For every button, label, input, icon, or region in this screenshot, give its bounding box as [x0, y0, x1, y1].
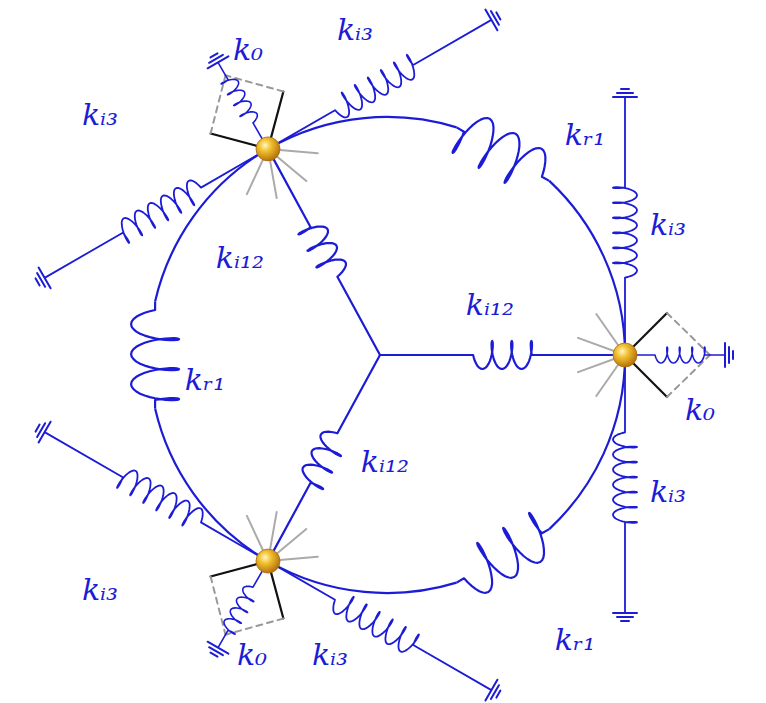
spring-constant-label: kᵢ₁₂	[215, 243, 265, 273]
ground-symbol	[617, 616, 633, 618]
ground-spring	[268, 561, 491, 690]
spring-constant-label: kᵢ₃	[81, 575, 119, 605]
spring-constant-label: k₀	[232, 35, 264, 65]
ground-spring	[45, 149, 268, 278]
ground-symbol	[36, 278, 40, 285]
atom	[256, 137, 280, 161]
dashed-box	[226, 75, 284, 91]
ground-symbol	[496, 691, 500, 698]
spring-constant-label: kᵢ₃	[311, 640, 349, 670]
ground-symbol	[621, 88, 629, 90]
atom	[613, 343, 637, 367]
spring-constant-label: k₀	[236, 640, 268, 670]
dashed-box	[211, 577, 226, 635]
radial-spring	[380, 341, 625, 369]
ground-symbol	[728, 347, 730, 363]
ring-spring	[131, 302, 179, 409]
ring-spring	[457, 513, 550, 593]
ground-symbol	[617, 92, 633, 94]
ground-symbol	[496, 12, 500, 19]
ring-bond	[155, 409, 457, 594]
ground-symbol	[36, 425, 40, 432]
spring-constant-label: kᵣ₁	[184, 365, 227, 395]
ground-spring	[613, 355, 637, 613]
onsite-spring	[625, 347, 725, 363]
ground-spring	[268, 20, 491, 149]
spring-constant-label: k₀	[684, 395, 716, 425]
spring-constant-label: kᵢ₃	[336, 15, 374, 45]
spring-constant-label: kᵢ₃	[649, 477, 687, 507]
spring-constant-label: kᵢ₁₂	[465, 290, 515, 320]
ground-symbol	[621, 620, 629, 622]
ring-bond	[155, 117, 457, 302]
onsite-spring	[218, 62, 268, 149]
spring-constant-label: kᵣ₁	[554, 625, 597, 655]
onsite-spring	[218, 561, 268, 648]
spring-constant-label: kᵢ₁₂	[360, 447, 410, 477]
spring-constant-label: kᵣ₁	[564, 120, 607, 150]
spring-constant-label: kᵢ₃	[81, 100, 119, 130]
ground-symbol	[211, 653, 218, 657]
atom	[256, 549, 280, 573]
ground-spring	[613, 97, 637, 355]
spring-constant-label: kᵢ₃	[649, 210, 687, 240]
ground-symbol	[724, 343, 726, 367]
ground-symbol	[613, 612, 637, 614]
ground-symbol	[613, 96, 637, 98]
ring-spring	[453, 118, 550, 183]
ground-symbol	[211, 53, 218, 57]
ground-symbol	[732, 351, 734, 359]
radial-spring	[268, 149, 380, 355]
ground-spring	[45, 432, 268, 561]
